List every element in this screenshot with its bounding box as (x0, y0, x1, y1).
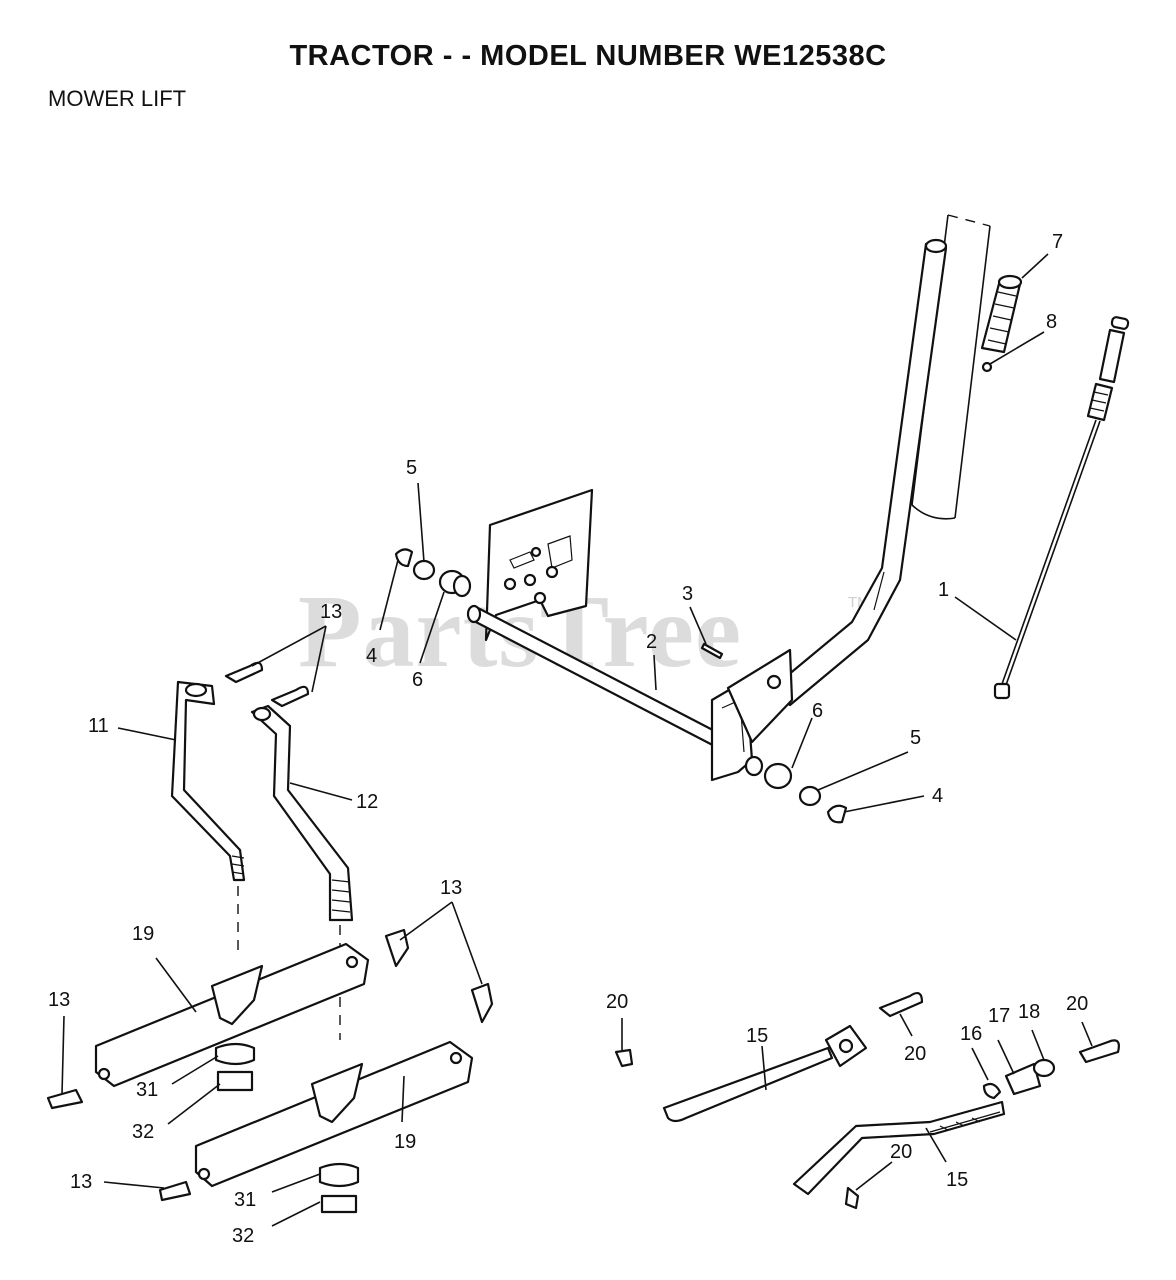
hardware-left (394, 548, 472, 598)
callout-31: 31 (136, 1079, 158, 1101)
callout-6: 6 (412, 669, 423, 691)
lift-link-11 (170, 680, 246, 955)
lift-rod (993, 316, 1130, 700)
linkage-lower (792, 1039, 1120, 1210)
section-title: MOWER LIFT (48, 86, 187, 111)
cotter-pin (158, 1180, 192, 1202)
callout-19: 19 (132, 923, 154, 945)
callout-32: 32 (232, 1225, 254, 1247)
callout-16: 16 (960, 1023, 982, 1045)
callout-20: 20 (890, 1141, 912, 1163)
callout-4: 4 (366, 645, 377, 667)
leader-lines (61, 253, 1093, 1227)
callout-3: 3 (682, 583, 693, 605)
callout-31: 31 (234, 1189, 256, 1211)
callout-18: 18 (1018, 1001, 1040, 1023)
callout-8: 8 (1046, 311, 1057, 333)
callout-20: 20 (1066, 993, 1088, 1015)
callout-20: 20 (606, 991, 628, 1013)
callout-5: 5 (910, 727, 921, 749)
callout-11: 11 (88, 715, 109, 737)
page-title: TRACTOR - - MODEL NUMBER WE12538C (289, 40, 887, 72)
lift-link-12 (250, 704, 354, 1040)
callout-15: 15 (946, 1169, 968, 1191)
callout-1: 1 (938, 579, 949, 601)
cotter-pin (270, 685, 310, 708)
callout-13: 13 (48, 989, 70, 1011)
callout-32: 32 (132, 1121, 154, 1143)
cotter-pin (470, 982, 494, 1024)
linkage-upper (614, 992, 924, 1123)
callout-20: 20 (904, 1043, 926, 1065)
lift-shaft (466, 604, 794, 782)
callout-5: 5 (406, 457, 417, 479)
callout-7: 7 (1052, 231, 1063, 253)
mounting-bracket (484, 488, 594, 642)
lift-handle (768, 238, 948, 707)
pin (700, 642, 724, 660)
callout-13: 13 (320, 601, 342, 623)
callout-2: 2 (646, 631, 657, 653)
callout-12: 12 (356, 791, 378, 813)
callout-4: 4 (932, 785, 943, 807)
cotter-pin (224, 661, 264, 684)
cotter-pin (46, 1088, 84, 1110)
callout-13: 13 (440, 877, 462, 899)
callout-19: 19 (394, 1131, 416, 1153)
lift-arm-upper (94, 942, 370, 1092)
lift-arm-lower (194, 1040, 474, 1214)
callout-6: 6 (812, 700, 823, 722)
callout-13: 13 (70, 1171, 92, 1193)
handle-grip (980, 274, 1023, 373)
hardware-right (744, 755, 848, 824)
callout-15: 15 (746, 1025, 768, 1047)
cotter-pin (384, 928, 410, 968)
callout-17: 17 (988, 1005, 1010, 1027)
